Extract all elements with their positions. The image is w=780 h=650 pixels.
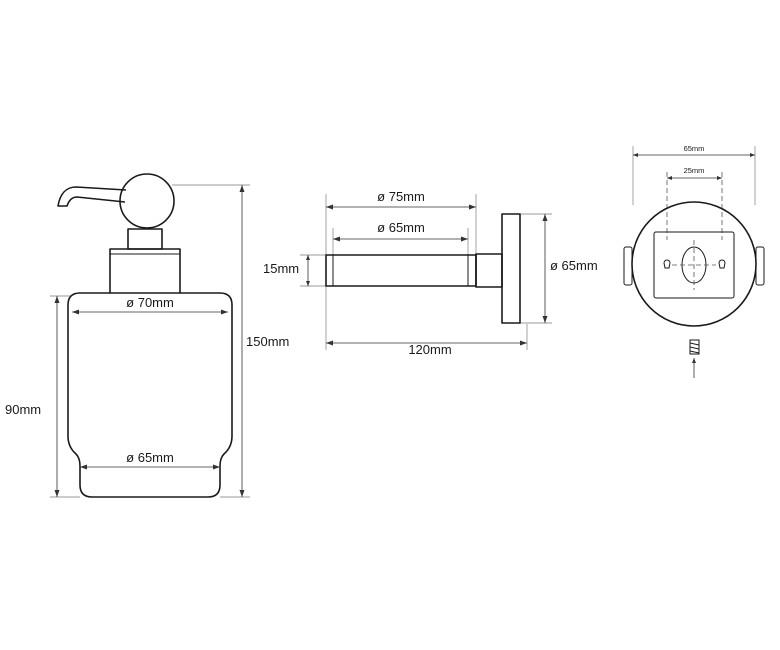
dispenser-bottom-width-label: ø 65mm bbox=[126, 450, 174, 465]
dispenser-total-height-label: 150mm bbox=[246, 334, 289, 349]
dispenser-neck bbox=[127, 228, 163, 250]
side-depth-label: 120mm bbox=[408, 342, 451, 357]
dispenser-view: ø 70mm ø 65mm 90mm 150mm bbox=[5, 173, 289, 498]
holder-stem-side bbox=[475, 253, 503, 288]
plate-right-lug bbox=[755, 246, 765, 286]
set-screw bbox=[689, 339, 700, 355]
front-plate-width-label: 65mm bbox=[684, 144, 705, 153]
plate-left-lug bbox=[623, 246, 633, 286]
side-plate-diameter-label: ø 65mm bbox=[550, 258, 598, 273]
dispenser-collar bbox=[109, 248, 181, 294]
right-keyhole bbox=[718, 259, 726, 269]
side-arm-thickness-label: 15mm bbox=[263, 261, 299, 276]
front-view: 65mm 25mm bbox=[623, 144, 765, 378]
side-outer-diameter-label: ø 75mm bbox=[377, 189, 425, 204]
left-keyhole bbox=[663, 259, 671, 269]
front-hole-spacing-label: 25mm bbox=[684, 166, 705, 175]
dispenser-glass-body bbox=[67, 292, 233, 498]
side-view: ø 75mm ø 65mm 15mm ø 65mm 120mm bbox=[263, 189, 598, 357]
dispenser-spout bbox=[57, 186, 127, 207]
holder-ring-side bbox=[325, 254, 477, 287]
dispenser-glass-height-label: 90mm bbox=[5, 402, 41, 417]
side-inner-diameter-label: ø 65mm bbox=[377, 220, 425, 235]
dispenser-top-width-label: ø 70mm bbox=[126, 295, 174, 310]
mounting-bracket bbox=[653, 231, 735, 299]
dispenser-pump-head bbox=[119, 173, 175, 229]
wall-plate-side bbox=[501, 213, 521, 324]
